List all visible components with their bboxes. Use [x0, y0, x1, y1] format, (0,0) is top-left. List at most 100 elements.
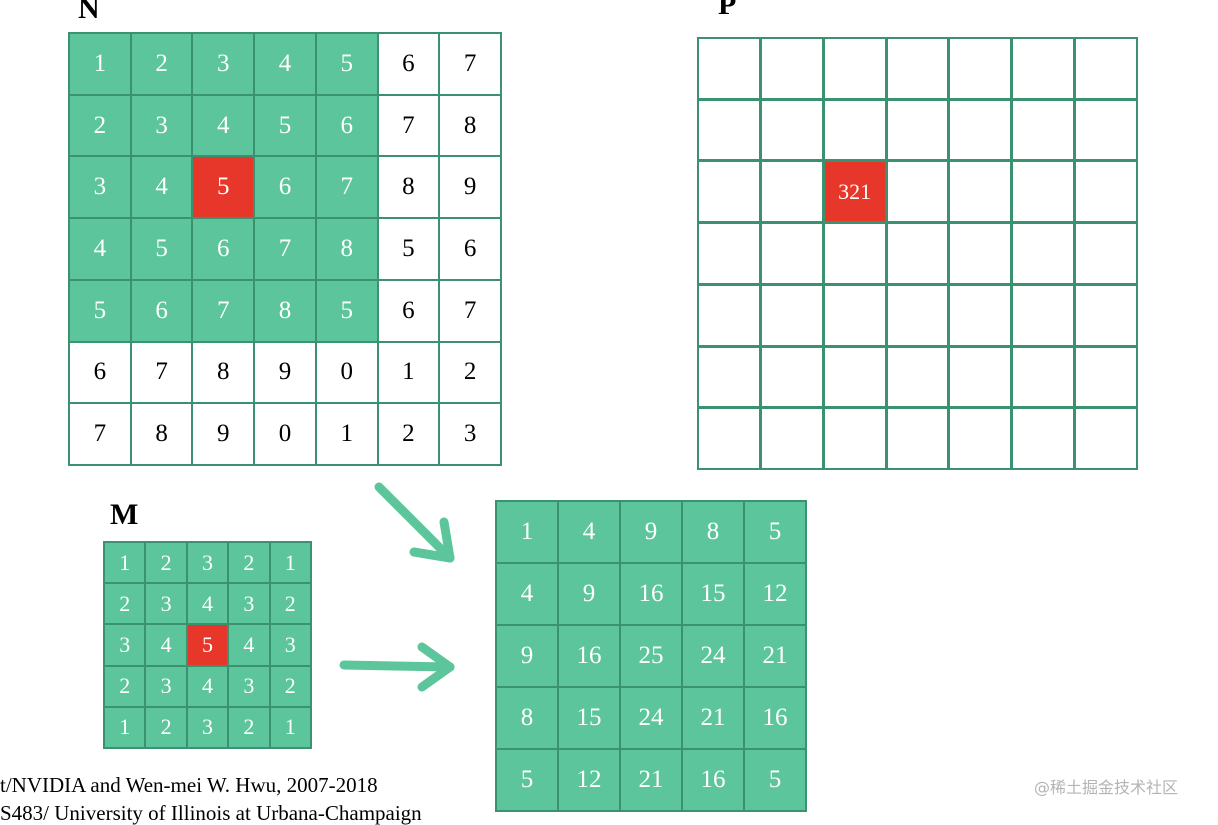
matrix-m-cell: 3	[105, 625, 145, 665]
product-cell: 16	[683, 750, 743, 810]
product-cell: 5	[497, 750, 557, 810]
matrix-m-cell: 3	[187, 543, 228, 583]
matrix-p-cell	[761, 224, 822, 283]
matrix-n-cell: 6	[440, 219, 500, 279]
matrix-n-cell: 2	[440, 342, 500, 403]
matrix-p-cell	[1013, 347, 1074, 407]
matrix-p-cell	[1013, 100, 1074, 160]
matrix-m-cell: 2	[146, 543, 186, 583]
matrix-n-cell: 9	[440, 157, 500, 218]
product-cell: 21	[683, 688, 743, 748]
matrix-p-cell	[887, 224, 948, 283]
matrix-m-cell: 2	[146, 707, 186, 747]
matrix-p-cell	[824, 100, 885, 160]
matrix-n-cell: 6	[193, 219, 254, 279]
product-cell: 15	[559, 688, 619, 748]
matrix-m-cell: 1	[105, 707, 145, 747]
matrix-p-cell	[761, 409, 822, 468]
matrix-p-cell	[950, 285, 1011, 345]
matrix-n-cell: 7	[440, 280, 500, 341]
product-cell: 9	[621, 502, 681, 562]
matrix-p-cell	[1076, 347, 1136, 407]
matrix-n-cell: 8	[131, 404, 192, 464]
matrix-n-cell: 5	[193, 157, 254, 218]
matrix-m-cell: 3	[229, 666, 269, 706]
matrix-p-cell	[1076, 100, 1136, 160]
product-cell: 25	[621, 626, 681, 686]
matrix-n-cell: 2	[131, 34, 192, 94]
matrix-n-cell: 0	[255, 404, 315, 464]
matrix-n-cell: 7	[255, 219, 315, 279]
product-cell: 4	[497, 564, 557, 624]
matrix-n-cell: 5	[131, 219, 192, 279]
matrix-p-cell	[950, 39, 1011, 98]
matrix-m-cell: 1	[270, 707, 310, 747]
matrix-n-cell: 7	[440, 34, 500, 94]
matrix-p-cell	[887, 162, 948, 222]
matrix-m-cell: 4	[187, 666, 228, 706]
product-cell: 16	[745, 688, 805, 748]
matrix-p-cell	[1013, 285, 1074, 345]
product-cell: 16	[621, 564, 681, 624]
footer-credit-line: t/NVIDIA and Wen-mei W. Hwu, 2007-2018	[0, 773, 378, 797]
matrix-p-cell	[699, 39, 759, 98]
matrix-n-cell: 9	[255, 342, 315, 403]
product-cell: 12	[745, 564, 805, 624]
matrix-m-cell: 2	[270, 666, 310, 706]
matrix-n-cell: 5	[255, 95, 315, 156]
matrix-n-cell: 4	[70, 219, 130, 279]
matrix-n-cell: 5	[316, 280, 377, 341]
matrix-p-cell	[1076, 39, 1136, 98]
matrix-n-cell: 6	[131, 280, 192, 341]
matrix-m-cell: 3	[229, 584, 269, 624]
product-cell: 8	[683, 502, 743, 562]
matrix-n-cell: 8	[378, 157, 439, 218]
matrix-n-cell: 4	[193, 95, 254, 156]
matrix-m-cell: 2	[105, 584, 145, 624]
matrix-p-cell	[699, 100, 759, 160]
arrow-from-m-icon	[339, 642, 455, 692]
matrix-p-cell	[824, 39, 885, 98]
arrow-from-n-icon	[374, 482, 455, 563]
matrix-m-cell: 2	[105, 666, 145, 706]
product-cell: 9	[559, 564, 619, 624]
matrix-p-cell	[761, 347, 822, 407]
matrix-n-cell: 2	[70, 95, 130, 156]
matrix-n-cell: 6	[316, 95, 377, 156]
footer-university-line: S483/ University of Illinois at Urbana-C…	[0, 801, 422, 825]
matrix-n-cell: 6	[378, 280, 439, 341]
matrix-p-cell	[887, 347, 948, 407]
matrix-m-cell: 4	[146, 625, 186, 665]
matrix-m-cell: 5	[187, 625, 228, 665]
matrix-n-cell: 7	[70, 404, 130, 464]
matrix-n-cell: 8	[193, 342, 254, 403]
matrix-n-cell: 5	[316, 34, 377, 94]
matrix-p-cell: 321	[824, 162, 885, 222]
matrix-p-cell	[699, 224, 759, 283]
matrix-n-cell: 9	[193, 404, 254, 464]
matrix-m-cell: 4	[187, 584, 228, 624]
matrix-m-cell: 3	[187, 707, 228, 747]
matrix-p-cell	[699, 285, 759, 345]
product-cell: 21	[745, 626, 805, 686]
matrix-n-cell: 5	[378, 219, 439, 279]
matrix-p-cell	[1076, 409, 1136, 468]
matrix-p-cell	[761, 39, 822, 98]
label-m: M	[110, 498, 139, 531]
matrix-p-cell	[950, 409, 1011, 468]
product-cell: 21	[621, 750, 681, 810]
matrix-p-cell	[1076, 224, 1136, 283]
product-cell: 24	[621, 688, 681, 748]
matrix-n-cell: 7	[193, 280, 254, 341]
matrix-p-cell	[887, 285, 948, 345]
product-cell: 4	[559, 502, 619, 562]
matrix-p-cell	[1013, 39, 1074, 98]
matrix-n-cell: 8	[440, 95, 500, 156]
matrix-n-cell: 2	[378, 404, 439, 464]
matrix-n-cell: 1	[378, 342, 439, 403]
matrix-p-cell	[887, 100, 948, 160]
matrix-p-cell	[950, 224, 1011, 283]
matrix-p-cell	[761, 162, 822, 222]
product-cell: 9	[497, 626, 557, 686]
